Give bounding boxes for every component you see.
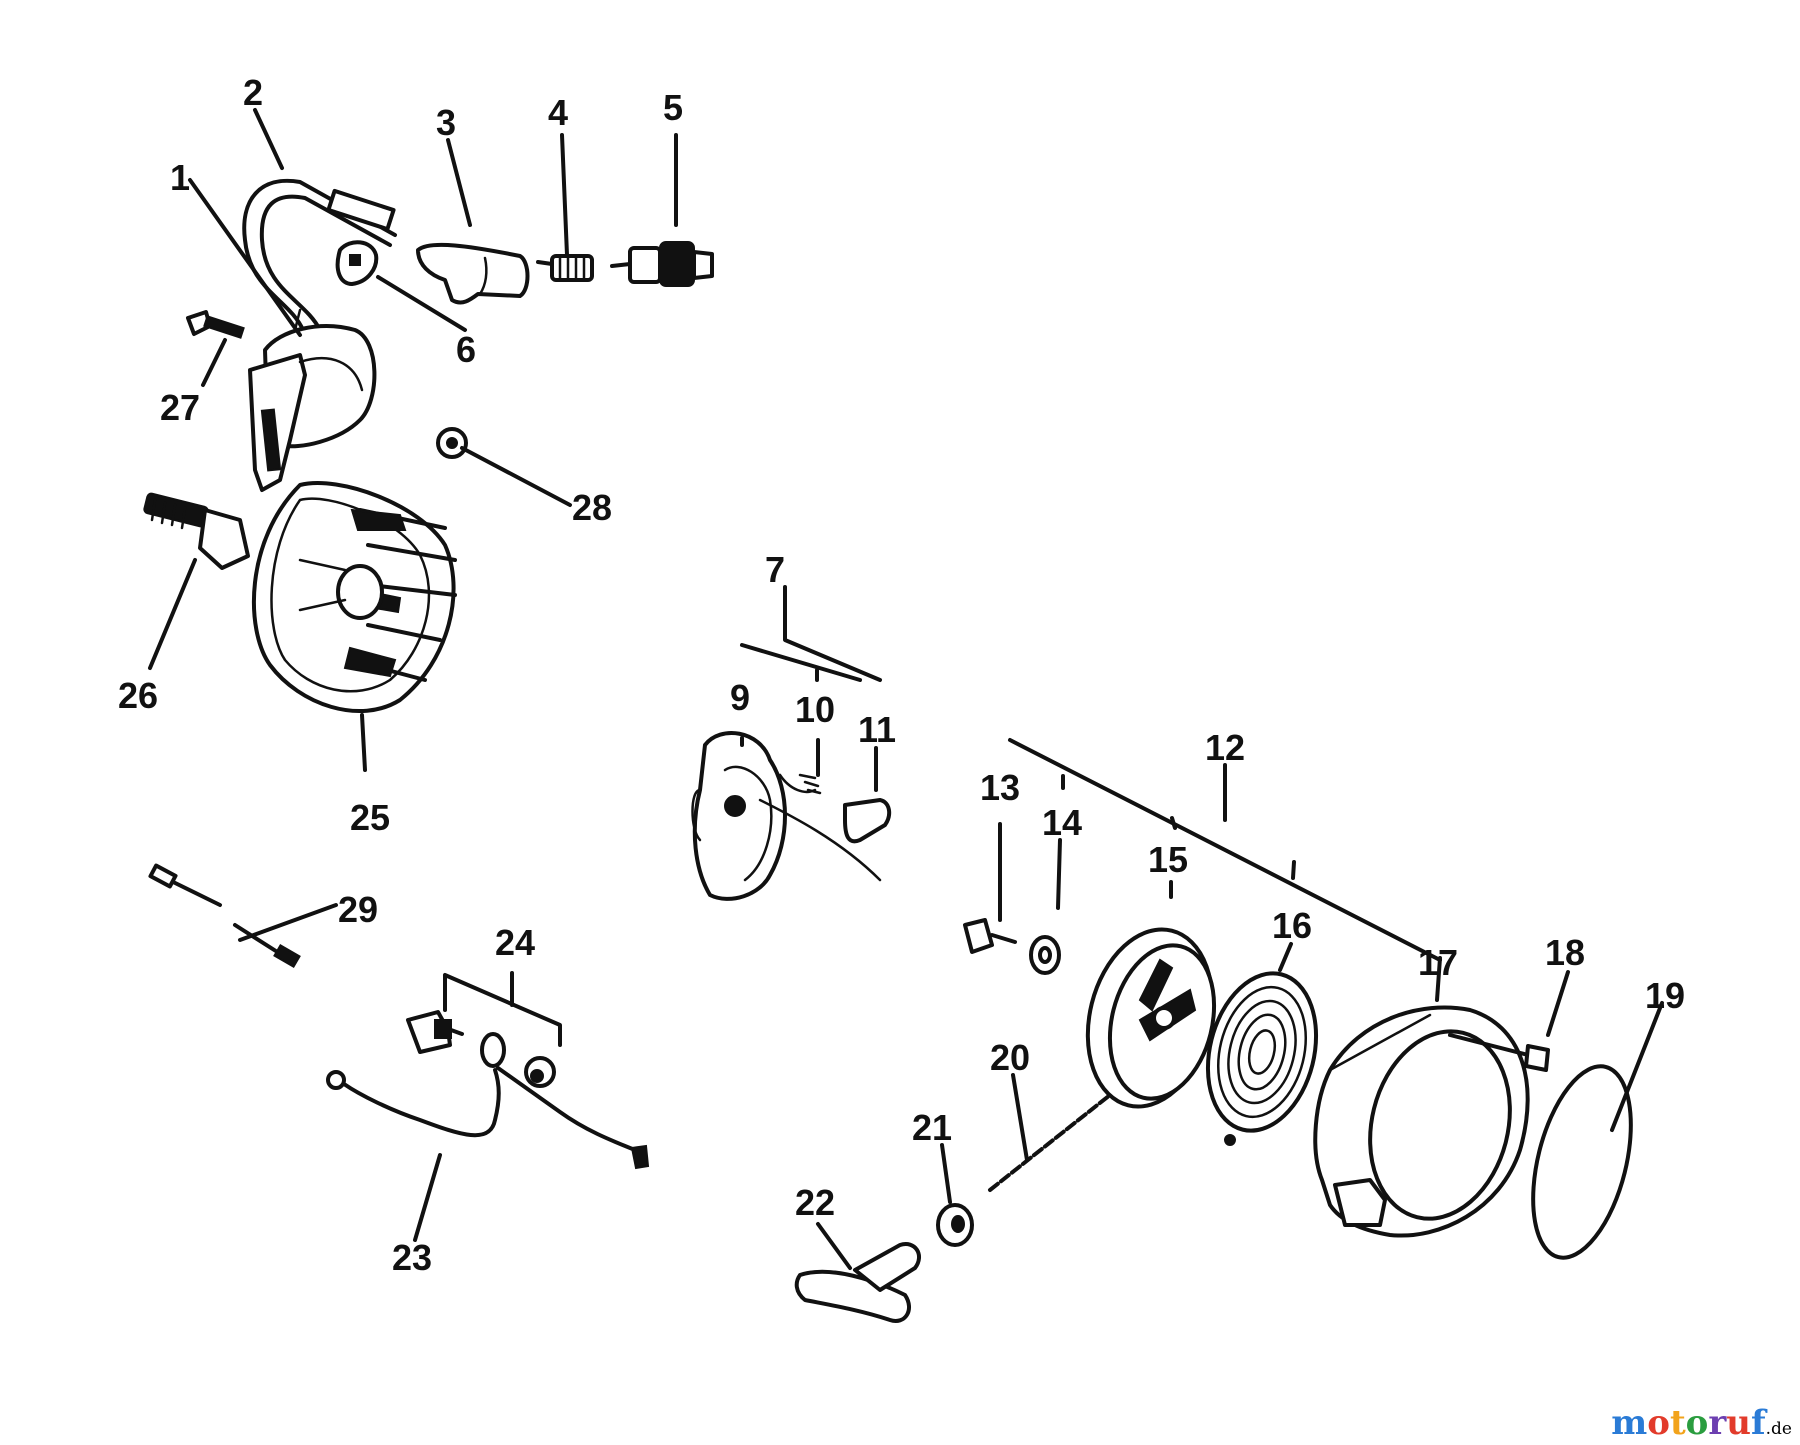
callout-2: 2: [243, 72, 263, 113]
ignition-lead-part: [242, 178, 397, 332]
starter-housing-part: [1313, 1005, 1530, 1238]
callout-4: 4: [548, 92, 568, 133]
switch-assembly-part: [406, 1010, 556, 1088]
callout-27: 27: [160, 387, 200, 428]
callout-1: 1: [170, 157, 190, 198]
callout-labels: 1 2 3 4 5 6 7 9 10 11 12 13 14 15 16 17 …: [118, 72, 1685, 1278]
clip-part: [335, 240, 379, 286]
clutch-assembly-part: [691, 731, 892, 901]
spark-plug-part: [610, 241, 714, 287]
lead-wire-29-part: [148, 863, 301, 969]
callout-9: 9: [730, 677, 750, 718]
callout-13: 13: [980, 767, 1020, 808]
watermark-suffix: .de: [1765, 1419, 1792, 1439]
callout-20: 20: [990, 1037, 1030, 1078]
pulley-part: [1085, 927, 1217, 1109]
watermark-letter: o: [1685, 1403, 1709, 1443]
watermark-letter: m: [1611, 1403, 1648, 1443]
watermark-text: motoruf: [1611, 1403, 1765, 1443]
watermark-logo: motoruf.de: [1611, 1403, 1792, 1443]
callout-22: 22: [795, 1182, 835, 1223]
callout-15: 15: [1148, 839, 1188, 880]
watermark-letter: o: [1647, 1403, 1670, 1443]
callout-18: 18: [1545, 932, 1585, 973]
watermark-letter: u: [1726, 1403, 1751, 1443]
gasket-ring-part: [1531, 1064, 1633, 1260]
watermark-letter: t: [1669, 1403, 1686, 1443]
spark-plug-boot-part: [416, 242, 530, 305]
callout-16: 16: [1272, 905, 1312, 946]
ignition-module-part: [248, 308, 377, 492]
flywheel-nut-part: [143, 492, 250, 570]
callout-17: 17: [1418, 942, 1458, 983]
leader-lines: [148, 108, 1664, 1270]
screw-13-part: [963, 918, 1017, 954]
flywheel-part: [251, 481, 457, 714]
watermark-letter: f: [1751, 1403, 1766, 1443]
callout-28: 28: [572, 487, 612, 528]
callout-19: 19: [1645, 975, 1685, 1016]
spring-terminal-part: [536, 254, 594, 282]
washer-14-part: [1029, 935, 1061, 975]
starter-rope-part: [988, 1093, 1112, 1192]
callout-14: 14: [1042, 802, 1082, 843]
callout-23: 23: [392, 1237, 432, 1278]
callout-11: 11: [858, 709, 896, 750]
callout-24: 24: [495, 922, 535, 963]
starter-handle-part: [794, 1242, 921, 1323]
screw-27-part: [186, 310, 245, 339]
recoil-spring-part: [1205, 971, 1319, 1146]
callout-6: 6: [456, 329, 476, 370]
washer-28-part: [436, 427, 468, 459]
callout-7: 7: [765, 549, 785, 590]
callout-26: 26: [118, 675, 158, 716]
callout-29: 29: [338, 889, 378, 930]
callout-12: 12: [1205, 727, 1245, 768]
ground-wire-part: [326, 1066, 650, 1170]
callout-3: 3: [436, 102, 456, 143]
callout-5: 5: [663, 87, 683, 128]
screw-18-part: [1448, 1033, 1550, 1072]
callout-10: 10: [795, 689, 835, 730]
callout-25: 25: [350, 797, 390, 838]
callout-21: 21: [912, 1107, 952, 1148]
rope-guide-part: [936, 1203, 974, 1247]
watermark-letter: r: [1708, 1403, 1727, 1443]
